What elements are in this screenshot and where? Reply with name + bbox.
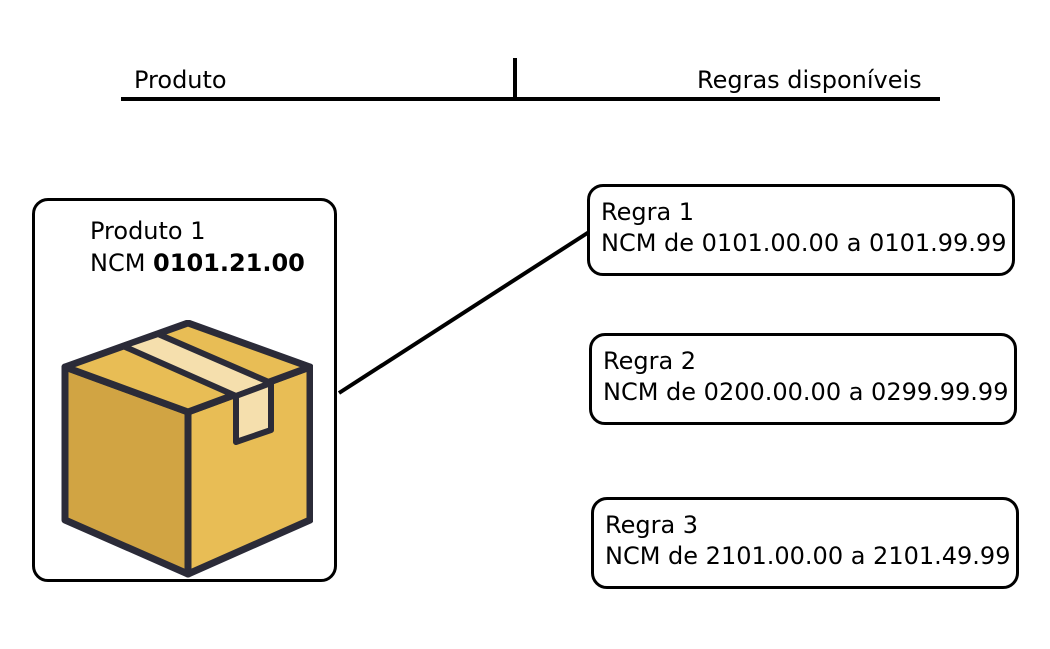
rule-card-1[interactable]: Regra 1 NCM de 0101.00.00 a 0101.99.99 [587,184,1015,276]
rule-title: Regra 1 [601,198,695,226]
product-ncm-value: 0101.21.00 [153,249,305,277]
cardboard-box-icon [61,320,313,578]
product-ncm: NCM 0101.21.00 [90,247,305,279]
box-tape-side [233,380,274,445]
product-card[interactable]: Produto 1 NCM 0101.21.00 [32,198,337,582]
header-product-label: Produto [134,66,227,94]
rule-card-2[interactable]: Regra 2 NCM de 0200.00.00 a 0299.99.99 [589,333,1017,425]
product-to-rule-1-line [337,230,591,395]
header-rules-label: Regras disponíveis [697,66,922,94]
header-divider [513,58,517,100]
product-name: Produto 1 [90,217,206,245]
rule-range: NCM de 0200.00.00 a 0299.99.99 [603,378,1009,406]
rule-title: Regra 3 [605,511,699,539]
product-ncm-prefix: NCM [90,249,154,277]
rule-card-3[interactable]: Regra 3 NCM de 2101.00.00 a 2101.49.99 [591,497,1019,589]
header-underline [121,97,940,101]
rule-title: Regra 2 [603,347,697,375]
product-text: Produto 1 NCM 0101.21.00 [90,215,305,279]
rule-range: NCM de 2101.00.00 a 2101.49.99 [605,542,1011,570]
rule-range: NCM de 0101.00.00 a 0101.99.99 [601,229,1007,257]
